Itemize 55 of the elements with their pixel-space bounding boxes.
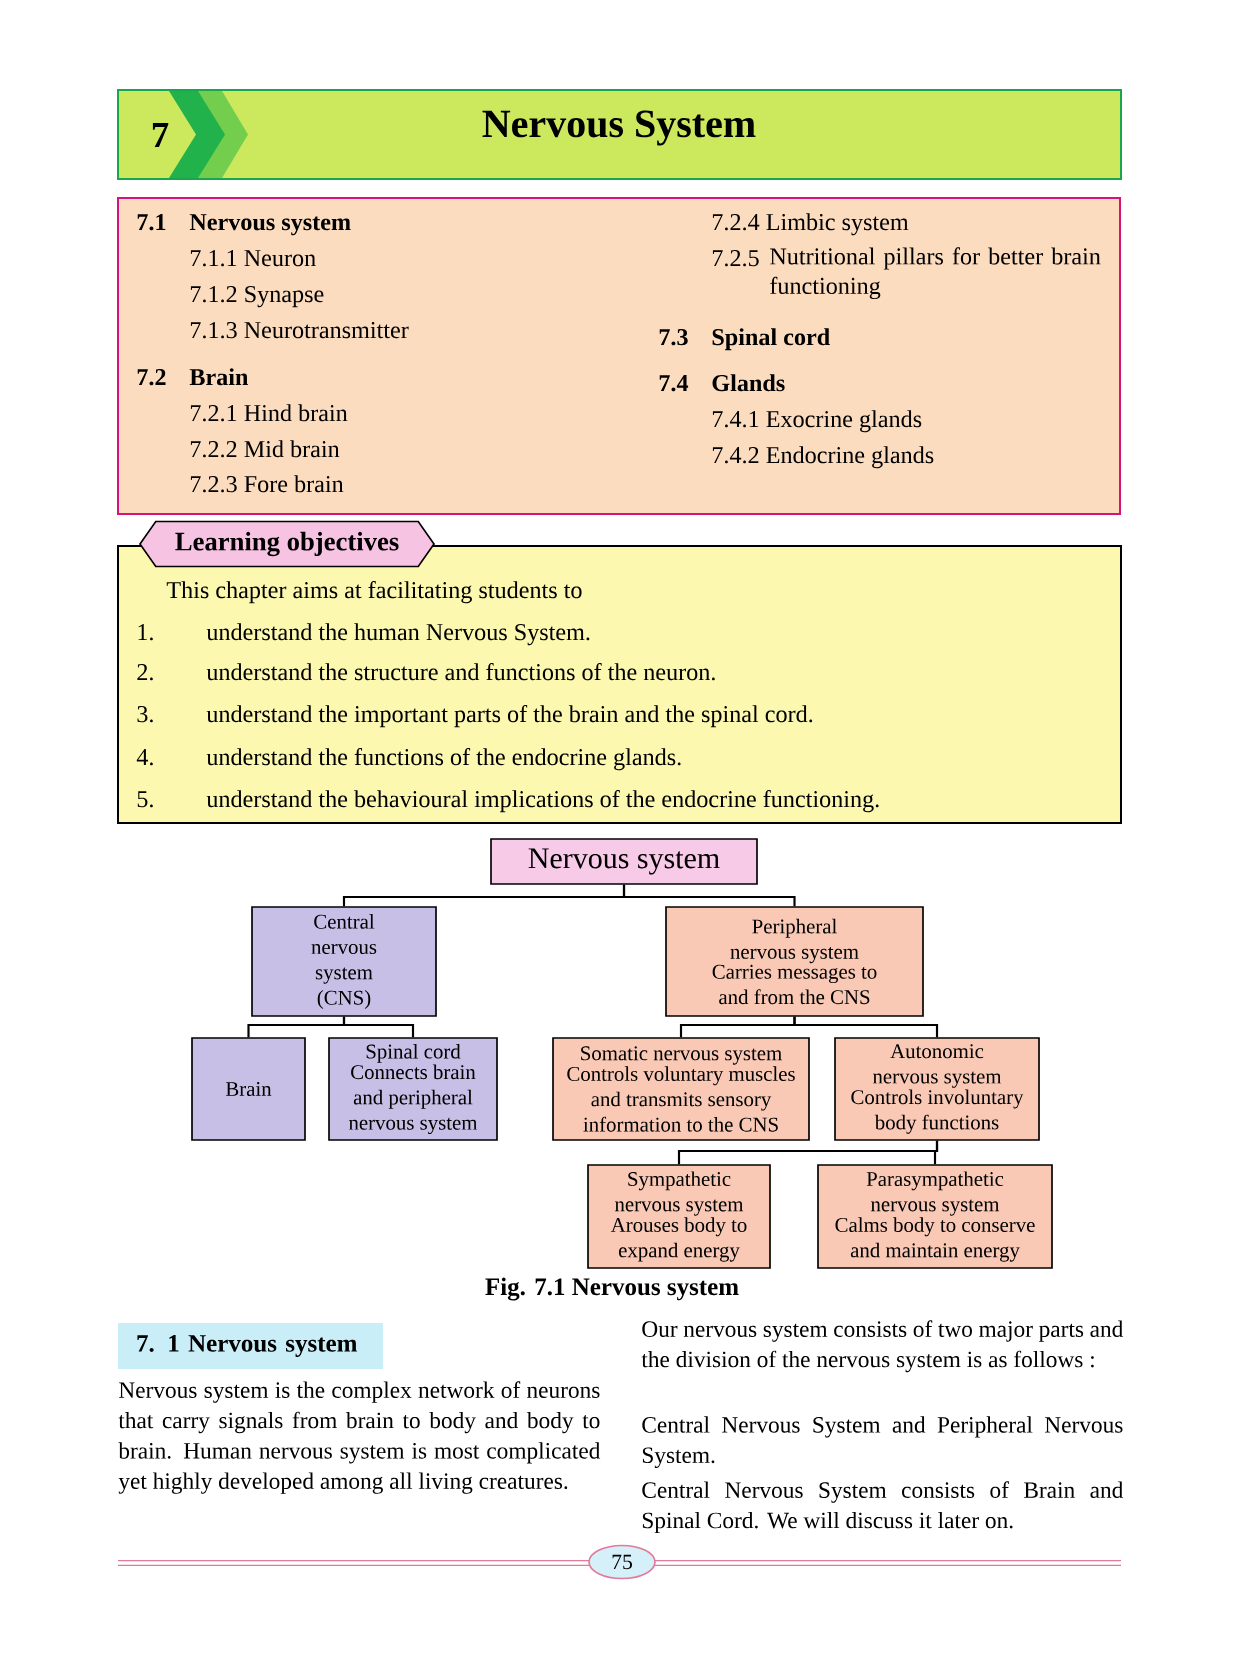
contents-entry: 7.4.1 Exocrine glands: [712, 410, 922, 433]
category-box: Peripheral nervous system Carries messages to and from the CNS: [665, 906, 924, 1017]
contents-entry: 7.1.2 Synapse: [190, 286, 324, 308]
contents-entry: 7.1.3 Neurotransmitter: [190, 322, 409, 339]
objective-text: understand the behavioural implications of the endocrine functioning.: [206, 790, 879, 813]
list-number: 1.: [138, 624, 153, 641]
heading-tab: Learning objectives: [139, 520, 435, 568]
contents-entry: 7.3: [659, 329, 688, 346]
objective-text: understand the human Nervous System.: [206, 623, 590, 646]
category-box: Spinal cord Connects brain and peripheral nervous system: [328, 1037, 498, 1141]
list-number: 4.: [136, 749, 153, 766]
list-number: 3.: [137, 706, 153, 723]
category-box: Autonomic nervous system Controls involuntary body functions: [834, 1037, 1040, 1141]
contents-entry: 7.2.1 Hind brain: [190, 404, 348, 422]
category-box: Somatic nervous system Controls voluntary muscles and transmits sensory information to the CNS: [552, 1037, 810, 1141]
contents-panel: [117, 197, 1121, 515]
category-box: Nervous system: [490, 838, 758, 885]
category-box: Sympathetic nervous system Arouses body to expand energy: [587, 1164, 771, 1269]
contents-entry: 7.2.2 Mid brain: [190, 440, 340, 458]
section-heading: 7. 1 Nervous system: [118, 1323, 383, 1369]
connector-line: [622, 884, 796, 907]
contents-entry: 7.1: [137, 214, 166, 231]
contents-entry: Spinal cord: [712, 328, 830, 351]
category-box: Parasympathetic nervous system Calms body to conserve and maintain energy: [817, 1164, 1053, 1269]
paragraph: Nervous system is the complex network of neurons that carry signals from brain to body and body to brain. Human nervous system is most complicated yet highly developed among all living creatures.: [118, 1381, 601, 1494]
chapter-title: Nervous System: [482, 110, 756, 146]
contents-entry: 7.1.1 Neuron: [190, 250, 316, 267]
contents-entry: Nervous system: [189, 214, 351, 236]
contents-entry: 7.2.3 Fore brain: [190, 475, 344, 493]
contents-entry: 7.4.2 Endocrine glands: [712, 446, 934, 469]
paragraph: Central Nervous System and Peripheral Nervous System.: [642, 1416, 1123, 1468]
intro-text: This chapter aims at facilitating students to: [166, 581, 582, 604]
paragraph: Our nervous system consists of two major parts and the division of the nervous system is as follows :: [641, 1320, 1124, 1373]
figure-caption: Fig. 7.1 Nervous system: [485, 1277, 739, 1301]
contents-entry: Glands: [712, 374, 785, 392]
connector-line: [933, 1140, 939, 1165]
category-box: Brain: [191, 1037, 306, 1141]
contents-entry: 7.2: [137, 369, 166, 386]
connector-line: [793, 1016, 939, 1038]
contents-entry: 7.2.5: [712, 250, 759, 267]
page-number: 75: [588, 1544, 656, 1580]
contents-entry: Brain: [189, 368, 249, 386]
connector-line: [342, 1016, 415, 1038]
category-box: Central nervous system (CNS): [251, 906, 437, 1017]
contents-entry: Nutritional pillars for better brain functioning: [770, 247, 1101, 300]
objective-text: understand the important parts of the brain and the spinal cord.: [206, 705, 813, 728]
paragraph: Central Nervous System consists of Brain and Spinal Cord. We will discuss it later on.: [642, 1481, 1124, 1534]
chapter-banner: [117, 89, 1122, 180]
chapter-number: 7: [152, 123, 169, 147]
contents-entry: 7.4: [659, 375, 689, 392]
list-number: 2.: [137, 664, 153, 681]
list-number: 5.: [137, 791, 153, 808]
contents-entry: 7.2.4 Limbic system: [712, 213, 909, 236]
objective-text: understand the functions of the endocrine glands.: [206, 748, 681, 771]
objective-text: understand the structure and functions of the neuron.: [206, 663, 715, 681]
